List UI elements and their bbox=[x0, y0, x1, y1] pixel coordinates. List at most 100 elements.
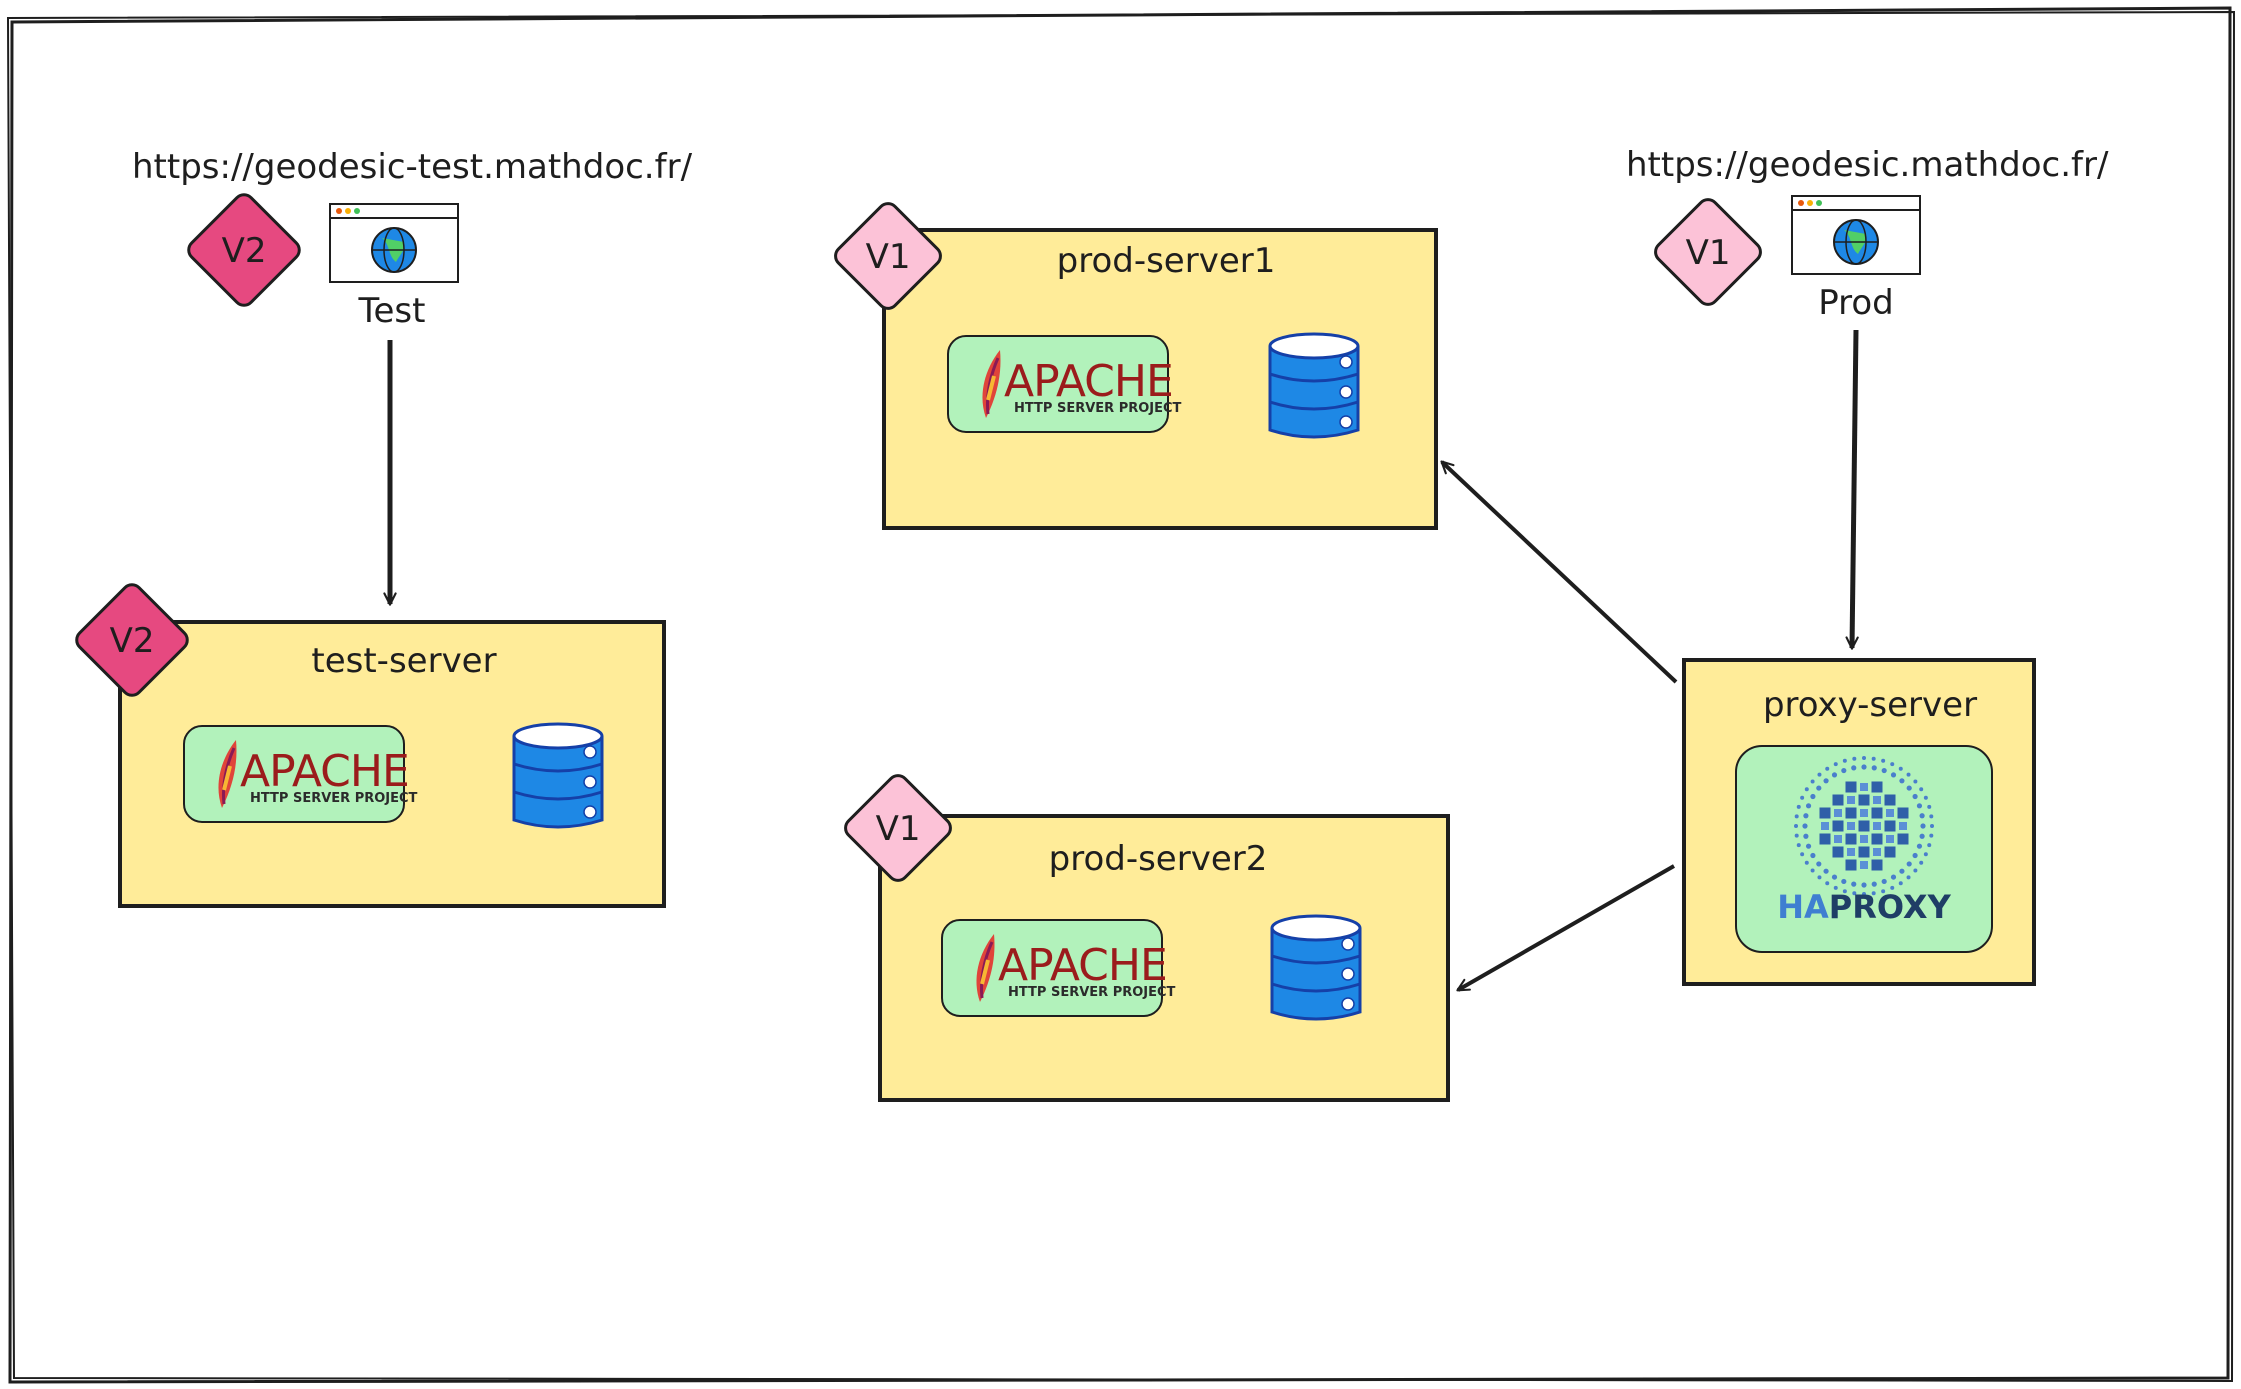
haproxy-mark-dot bbox=[1817, 875, 1822, 880]
test-browser-icon[interactable] bbox=[329, 203, 459, 283]
haproxy-mark-dot bbox=[1919, 813, 1925, 819]
svg-text:V1: V1 bbox=[1686, 233, 1731, 273]
haproxy-mark-dot bbox=[1913, 779, 1918, 784]
haproxy-mark-dot bbox=[1810, 793, 1816, 800]
svg-text:V1: V1 bbox=[866, 237, 911, 277]
haproxy-mark-dot bbox=[1800, 795, 1805, 800]
haproxy-mark-dot bbox=[1852, 891, 1857, 896]
haproxy-mark-square bbox=[1884, 846, 1896, 858]
haproxy-mark-square bbox=[1897, 807, 1909, 819]
haproxy-mark-square bbox=[1884, 794, 1896, 806]
haproxy-mark-dot bbox=[1794, 824, 1798, 828]
haproxy-mark-dot bbox=[1851, 881, 1857, 887]
haproxy-mark-dot bbox=[1890, 762, 1895, 767]
haproxy-mark-dot bbox=[1898, 766, 1903, 771]
proxy-server-title: proxy-server bbox=[1763, 685, 1977, 725]
prod-server2-apache-logo bbox=[940, 918, 1178, 1018]
prod-site-version-badge: V1 bbox=[1654, 198, 1762, 306]
haproxy-mark-square bbox=[1886, 835, 1894, 843]
haproxy-mark-dot bbox=[1890, 885, 1895, 890]
prod-server1-database-icon bbox=[1268, 332, 1360, 439]
haproxy-mark-square bbox=[1897, 833, 1909, 845]
haproxy-mark-dot bbox=[1803, 833, 1809, 839]
haproxy-mark-dot bbox=[1871, 891, 1876, 896]
haproxy-mark-dot bbox=[1916, 843, 1923, 849]
haproxy-mark-dot bbox=[1919, 860, 1924, 865]
haproxy-mark-square bbox=[1834, 835, 1842, 843]
haproxy-mark-square bbox=[1860, 835, 1868, 843]
haproxy-mark-dot bbox=[1810, 852, 1816, 859]
haproxy-mark-dot bbox=[1831, 772, 1838, 778]
haproxy-mark-square bbox=[1858, 846, 1870, 858]
haproxy-mark-dot bbox=[1929, 833, 1934, 838]
haproxy-mark-dot bbox=[1861, 764, 1867, 770]
prod-site-caption: Prod bbox=[1818, 283, 1894, 323]
haproxy-mark-dot bbox=[1913, 868, 1918, 873]
haproxy-mark-dot bbox=[1804, 860, 1809, 865]
haproxy-mark-dot bbox=[1881, 878, 1887, 885]
haproxy-mark-dot bbox=[1862, 756, 1866, 760]
haproxy-mark-dot bbox=[1927, 843, 1932, 848]
haproxy-mark-dot bbox=[1810, 868, 1815, 873]
haproxy-mark-square bbox=[1847, 796, 1855, 804]
prod-browser-icon[interactable] bbox=[1791, 195, 1921, 275]
haproxy-mark-dot bbox=[1833, 885, 1838, 890]
haproxy-mark-dot bbox=[1871, 765, 1877, 771]
haproxy-mark-square bbox=[1832, 820, 1844, 832]
haproxy-mark-dot bbox=[1805, 843, 1812, 849]
prod-server1-title: prod-server1 bbox=[1057, 241, 1276, 281]
haproxy-mark-dot bbox=[1842, 758, 1847, 763]
test-site-version-badge: V2 bbox=[187, 193, 301, 307]
haproxy-mark-dot bbox=[1816, 861, 1822, 867]
haproxy-mark-dot bbox=[1890, 874, 1897, 880]
haproxy-mark-square bbox=[1832, 794, 1844, 806]
haproxy-mark-square bbox=[1845, 859, 1857, 871]
haproxy-mark-square bbox=[1860, 783, 1868, 791]
haproxy-mark-square bbox=[1884, 820, 1896, 832]
haproxy-mark-dot bbox=[1923, 852, 1928, 857]
haproxy-mark-dot bbox=[1851, 765, 1857, 771]
haproxy-mark-square bbox=[1860, 861, 1868, 869]
haproxy-mark-dot bbox=[1871, 881, 1877, 887]
haproxy-mark-dot bbox=[1842, 889, 1847, 894]
haproxy-mark-dot bbox=[1816, 785, 1822, 791]
haproxy-mark-dot bbox=[1890, 772, 1897, 778]
haproxy-mark-square bbox=[1832, 846, 1844, 858]
haproxy-mark-square bbox=[1845, 807, 1857, 819]
prod-server1-apache-logo bbox=[946, 334, 1184, 434]
haproxy-mark-dot bbox=[1841, 767, 1847, 774]
prod-server1-version-badge: V1 bbox=[834, 202, 942, 310]
svg-text:V2: V2 bbox=[222, 231, 267, 271]
test-site-caption: Test bbox=[358, 291, 426, 331]
haproxy-mark-square bbox=[1871, 781, 1883, 793]
test-server-title: test-server bbox=[311, 641, 496, 681]
haproxy-mark-dot bbox=[1810, 779, 1815, 784]
test-site-url[interactable]: https://geodesic-test.mathdoc.fr/ bbox=[132, 147, 693, 187]
haproxy-logo-proxy: PROXY bbox=[1829, 888, 1952, 926]
haproxy-mark-dot bbox=[1841, 878, 1847, 885]
haproxy-mark-dot bbox=[1906, 875, 1911, 880]
haproxy-mark-dot bbox=[1871, 756, 1876, 761]
haproxy-mark-square bbox=[1858, 794, 1870, 806]
haproxy-mark-dot bbox=[1823, 868, 1829, 874]
haproxy-mark-dot bbox=[1912, 793, 1918, 800]
haproxy-mark-square bbox=[1819, 807, 1831, 819]
prod-site-url[interactable]: https://geodesic.mathdoc.fr/ bbox=[1626, 145, 2109, 185]
prod-server2-version-badge: V1 bbox=[844, 774, 952, 882]
haproxy-mark-square bbox=[1873, 796, 1881, 804]
haproxy-mark-dot bbox=[1831, 874, 1838, 880]
haproxy-mark-dot bbox=[1803, 813, 1809, 819]
haproxy-mark-square bbox=[1847, 848, 1855, 856]
haproxy-mark-dot bbox=[1800, 852, 1805, 857]
haproxy-mark-square bbox=[1871, 807, 1883, 819]
haproxy-mark-dot bbox=[1930, 824, 1934, 828]
haproxy-mark-square bbox=[1871, 859, 1883, 871]
haproxy-mark-dot bbox=[1825, 766, 1830, 771]
arrow-proxy-to-prod-server1 bbox=[1440, 460, 1678, 684]
haproxy-mark-dot bbox=[1805, 803, 1812, 809]
haproxy-mark-dot bbox=[1862, 892, 1866, 896]
test-server-apache-logo bbox=[182, 724, 420, 824]
haproxy-mark-dot bbox=[1881, 758, 1886, 763]
haproxy-mark-square bbox=[1834, 809, 1842, 817]
